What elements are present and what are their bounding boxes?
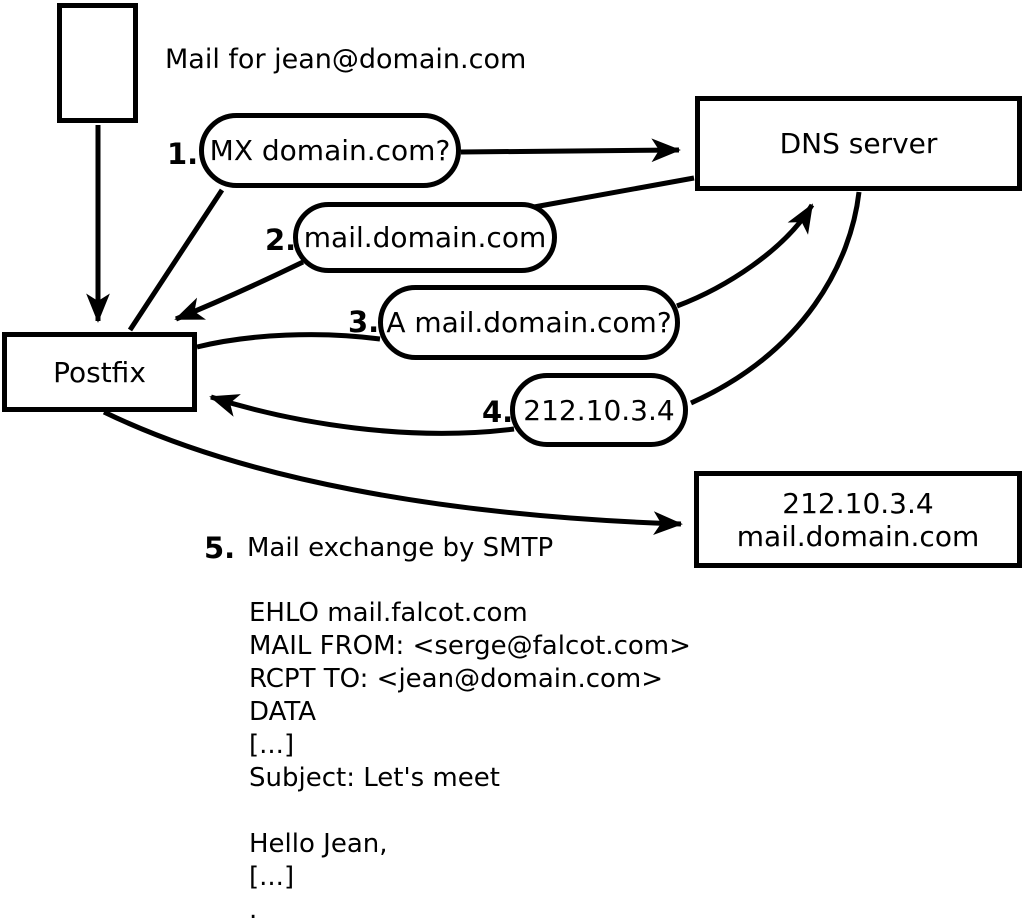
query-pill-mx-domain: MX domain.com?: [199, 113, 461, 188]
diagram-title: Mail for jean@domain.com: [165, 44, 527, 75]
mail-envelope-icon: [57, 3, 138, 123]
destination-ip: 212.10.3.4: [782, 486, 934, 520]
dns-server-node: DNS server: [695, 96, 1022, 191]
step-4-number: 4.: [482, 395, 514, 429]
arrow-mx-query-to-dns: [460, 138, 681, 163]
smtp-line-end-dot: .: [249, 895, 258, 919]
smtp-line-mail-from: MAIL FROM: <serge@falcot.com>: [249, 631, 691, 661]
query-pill-a-record: A mail.domain.com?: [378, 285, 680, 360]
line-dns-to-a-answer: [689, 191, 862, 406]
smtp-line-ellipsis2: [...]: [249, 862, 295, 892]
smtp-transcript: EHLO mail.falcot.com MAIL FROM: <serge@f…: [249, 597, 691, 919]
arrow-postfix-to-mailserver: [102, 409, 683, 535]
smtp-line-rcpt-to: RCPT TO: <jean@domain.com>: [249, 664, 664, 694]
arrow-mx-answer-to-postfix: [174, 259, 305, 322]
answer-pill-ip-address: 212.10.3.4: [510, 373, 688, 447]
postfix-node: Postfix: [2, 332, 197, 412]
step-5-label: Mail exchange by SMTP: [247, 533, 554, 563]
destination-mailserver-node: 212.10.3.4 mail.domain.com: [694, 471, 1022, 568]
smtp-line-data: DATA: [249, 697, 316, 727]
smtp-line-ehlo: EHLO mail.falcot.com: [249, 598, 528, 628]
arrow-a-query-to-dns: [676, 203, 815, 309]
step-2-number: 2.: [265, 223, 297, 257]
arrow-a-answer-to-postfix: [209, 394, 515, 436]
step-1-number: 1.: [167, 137, 199, 171]
smtp-line-greeting: Hello Jean,: [249, 829, 388, 859]
smtp-line-ellipsis1: [...]: [249, 730, 295, 760]
smtp-line-subject: Subject: Let's meet: [249, 763, 500, 793]
step-3-number: 3.: [348, 305, 380, 339]
answer-pill-mail-domain: mail.domain.com: [293, 202, 557, 273]
destination-hostname: mail.domain.com: [736, 519, 980, 553]
line-dns-to-mx-answer: [533, 175, 695, 210]
line-postfix-to-a-query: [196, 332, 381, 350]
line-postfix-to-mx-query: [127, 188, 225, 332]
step-5-number: 5.: [204, 531, 236, 565]
smtp-line-blank: [249, 795, 691, 828]
